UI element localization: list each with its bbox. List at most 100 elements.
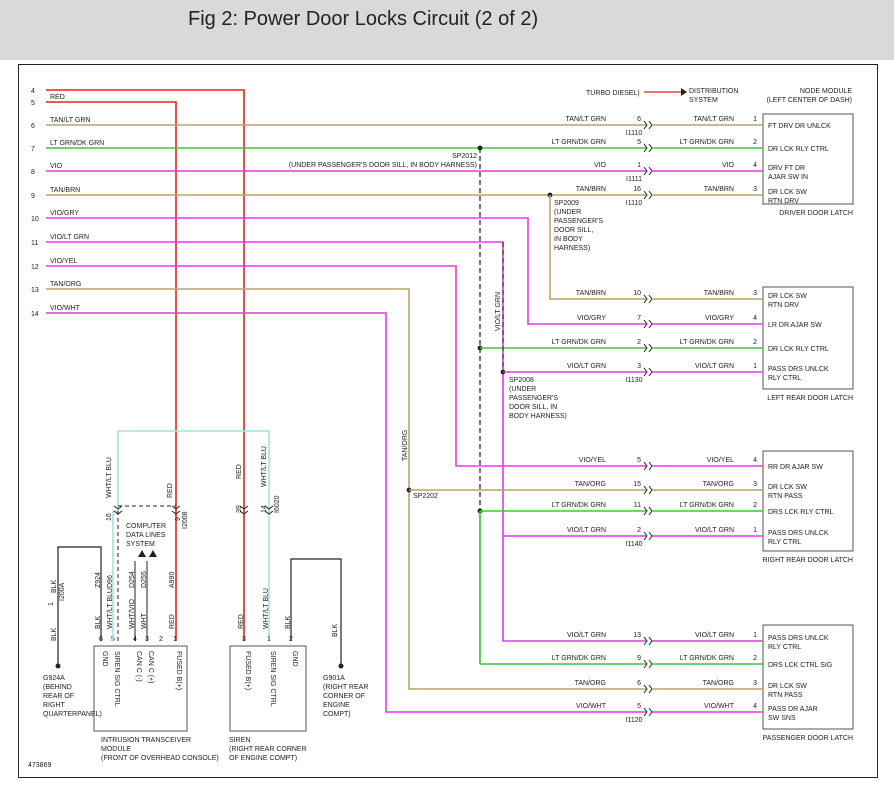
wire-vio-yel xyxy=(46,265,646,467)
passenger-latch-wire-label: LT GRN/DK GRN xyxy=(552,655,606,662)
left-pin-number: 14 xyxy=(31,311,39,318)
driver-latch-wire-label: VIO xyxy=(594,162,607,169)
ground-g901a-label: COMPT) xyxy=(323,711,351,718)
driver-latch-pin: 3 xyxy=(753,186,757,193)
driver-latch-title: DRIVER DOOR LATCH xyxy=(779,210,853,217)
conn-pin: 1 xyxy=(48,602,55,606)
right-rear-latch-wire-label-right: LT GRN/DK GRN xyxy=(680,502,734,509)
left-pin-number: 13 xyxy=(31,287,39,294)
driver-latch-wire-label-right: TAN/BRN xyxy=(704,186,734,193)
ground-g924a-label: QUARTERPANEL) xyxy=(43,711,102,718)
passenger-latch-wire-label: VIO/WHT xyxy=(576,703,607,710)
passenger-latch-pin: 2 xyxy=(753,655,757,662)
vertical-wire-label: TAN/ORG xyxy=(402,430,409,461)
conn-id: I1110 xyxy=(626,200,643,207)
driver-latch-conn-pin: 5 xyxy=(637,139,641,146)
sp2008-label: (UNDER xyxy=(509,386,536,393)
left-wire-label: VIO/WHT xyxy=(50,305,81,312)
passenger-latch-function: SW SNS xyxy=(768,715,796,722)
sp2008-label: SP2008 xyxy=(509,377,534,384)
passenger-latch-wire-label-right: TAN/ORG xyxy=(703,680,734,687)
intrusion-function: GND xyxy=(101,651,108,667)
left-wire-label: VIO xyxy=(50,163,63,170)
right-rear-latch-wire-label: VIO/YEL xyxy=(579,457,606,464)
wire-label: RED xyxy=(236,464,243,479)
right-rear-latch-conn-pin: 11 xyxy=(634,502,641,509)
left-rear-latch-function: PASS DRS UNLCK xyxy=(768,366,829,373)
driver-latch-wire-label: TAN/BRN xyxy=(576,186,606,193)
left-rear-latch-pin: 3 xyxy=(753,290,757,297)
intrusion-pin: 2 xyxy=(159,636,163,643)
left-rear-latch-wire-label: LT GRN/DK GRN xyxy=(552,339,606,346)
intrusion-wire-label: RED xyxy=(169,614,176,629)
passenger-latch-conn-pin: 5 xyxy=(637,703,641,710)
left-pin-number: 5 xyxy=(31,100,35,107)
left-rear-latch-box xyxy=(762,286,854,390)
left-rear-latch-pin: 2 xyxy=(753,339,757,346)
driver-latch-wire-label: TAN/LT GRN xyxy=(566,116,606,123)
ground-g901a-label: ENGINE xyxy=(323,702,350,709)
arrow-up-icon xyxy=(138,550,146,557)
driver-latch-function: AJAR SW IN xyxy=(768,174,808,181)
connector-icon xyxy=(239,505,249,515)
siren-wire-label: BLK xyxy=(285,615,292,629)
right-rear-latch-function: DRS LCK RLY CTRL xyxy=(768,509,834,516)
right-rear-latch-pin: 3 xyxy=(753,481,757,488)
conn-id: I6020 xyxy=(274,495,281,513)
right-rear-latch-pin: 1 xyxy=(753,527,757,534)
right-rear-latch-function: DR LCK SW xyxy=(768,484,807,491)
wire-label: BLK xyxy=(51,627,58,641)
siren-function: FUSED B(+) xyxy=(244,651,251,690)
driver-latch-pin: 1 xyxy=(753,116,757,123)
turbo-note: TURBO DIESEL) xyxy=(586,90,640,97)
intrusion-wire-label: WHT xyxy=(141,612,148,629)
left-rear-latch-conn-pin: 10 xyxy=(633,290,641,297)
left-rear-latch-function: RLY CTRL xyxy=(768,375,801,382)
sp2008-label: DOOR SILL, IN xyxy=(509,404,557,411)
red-wire-to-intrusion xyxy=(46,101,177,641)
node-module-label: NODE MODULE xyxy=(800,88,852,95)
right-rear-latch-function: PASS DRS UNLCK xyxy=(768,530,829,537)
page-title: Fig 2: Power Door Locks Circuit (2 of 2) xyxy=(188,8,539,30)
left-pin-number: 7 xyxy=(31,146,35,153)
ground-g924a-label: G924A xyxy=(43,675,65,682)
right-rear-latch-title: RIGHT REAR DOOR LATCH xyxy=(763,557,853,564)
left-rear-latch-wire-label: VIO/GRY xyxy=(577,315,606,322)
passenger-latch-conn-pin: 6 xyxy=(637,680,641,687)
intrusion-function: CAN C (+) xyxy=(147,651,154,683)
conn-id: I2008 xyxy=(182,511,189,529)
wire-vio-lt-grn xyxy=(46,241,646,642)
right-rear-latch-pin: 2 xyxy=(753,502,757,509)
computer-data-lines-label: COMPUTER xyxy=(126,523,166,530)
left-pin-number: 9 xyxy=(31,193,35,200)
intrusion-title: INTRUSION TRANSCEIVER xyxy=(101,737,191,744)
driver-latch-wire-label: LT GRN/DK GRN xyxy=(552,139,606,146)
driver-latch-conn-pin: 6 xyxy=(637,116,641,123)
passenger-latch-box xyxy=(762,624,854,730)
sp2012-label: SP2012 xyxy=(452,153,477,160)
left-rear-latch-pin: 4 xyxy=(753,315,757,322)
left-wire-label: TAN/ORG xyxy=(50,281,81,288)
driver-latch-conn-pin: 1 xyxy=(637,162,641,169)
driver-latch-function: FT DRV DR UNLCK xyxy=(768,123,831,130)
intrusion-circuit: Z924 xyxy=(95,572,102,588)
driver-latch-function: DR LCK SW xyxy=(768,189,807,196)
passenger-latch-wire-label-right: VIO/LT GRN xyxy=(695,632,734,639)
intrusion-title: (FRONT OF OVERHEAD CONSOLE) xyxy=(101,755,219,762)
header-bar: Fig 2: Power Door Locks Circuit (2 of 2) xyxy=(0,0,894,60)
passenger-latch-pin: 1 xyxy=(753,632,757,639)
siren-pin: 1 xyxy=(267,636,271,643)
passenger-latch-function: PASS DR AJAR xyxy=(768,706,818,713)
passenger-latch-conn-pin: 9 xyxy=(637,655,641,662)
driver-latch-function: DR LCK RLY CTRL xyxy=(768,146,829,153)
passenger-latch-title: PASSENGER DOOR LATCH xyxy=(763,735,853,742)
driver-latch-conn-pin: 16 xyxy=(633,186,641,193)
ground-g901a-label: (RIGHT REAR xyxy=(323,684,368,691)
left-rear-latch-wire-label-right: LT GRN/DK GRN xyxy=(680,339,734,346)
conn-id: I1120 xyxy=(626,717,643,724)
intrusion-circuit: D254 xyxy=(129,571,136,588)
left-rear-latch-function: RTN DRV xyxy=(768,302,799,309)
sp2009-label: HARNESS) xyxy=(554,245,590,252)
siren-title: (RIGHT REAR CORNER xyxy=(229,746,307,753)
